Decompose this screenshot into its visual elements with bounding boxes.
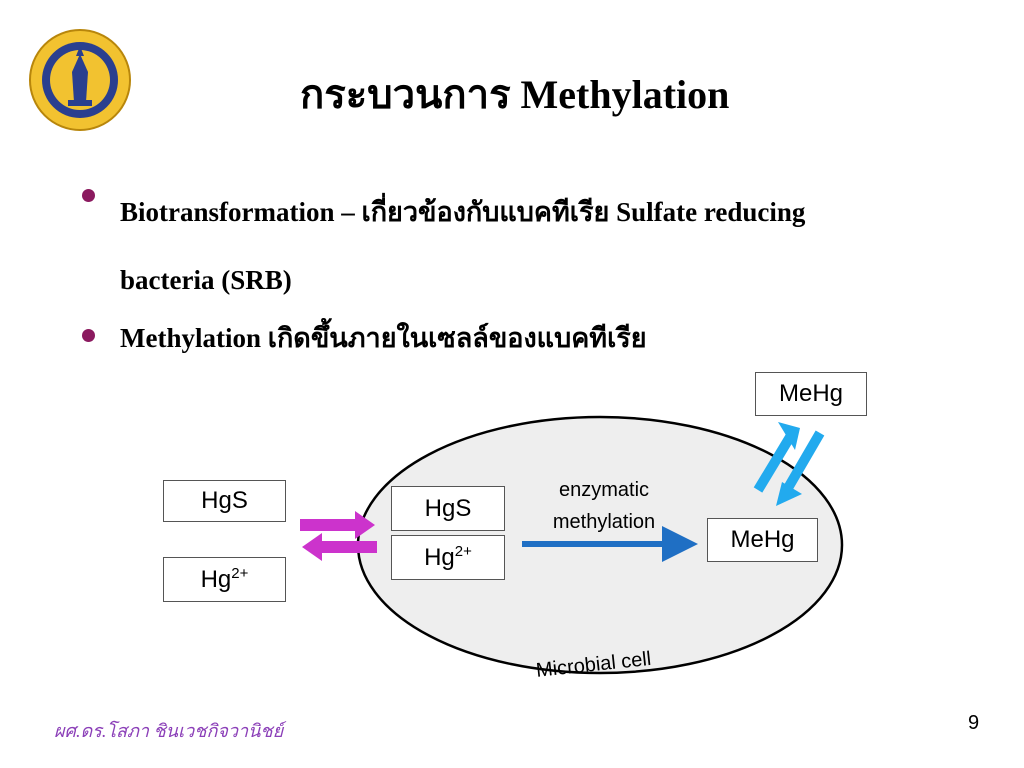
outside-mehg-box: MeHg [755,372,867,416]
bullet-item-methylation: Methylation เกิดขึ้นภายในเซลล์ของแบคทีเร… [82,318,982,358]
bullet-dot-icon [82,329,95,342]
exchange-arrows [753,422,825,506]
outside-hgs-box: HgS [163,480,286,522]
transport-arrows [300,511,377,561]
bullet-list: Biotransformation – เกี่ยวข้องกับแบคทีเร… [82,178,982,358]
bullet-item-biotransformation: Biotransformation – เกี่ยวข้องกับแบคทีเร… [82,178,982,314]
page-number: 9 [968,712,980,734]
inside-hg2-box: Hg2+ [391,535,505,580]
author-footer: ผศ.ดร.โสภา ชินเวชกิจวานิชย์ [54,721,284,741]
outside-hg-label: Hg2+ [200,564,249,593]
outside-mehg-label: MeHg [778,380,844,407]
enzymatic-methylation-label: enzymatic methylation [552,479,656,533]
bullet-text-line-1: Biotransformation – เกี่ยวข้องกับแบคทีเร… [120,197,806,227]
outside-hg2-box: Hg2+ [163,557,286,602]
inside-hgs-box: HgS [391,486,505,531]
slide-title: กระบวนการ Methylation [300,72,730,117]
bullet-dot-icon [82,189,95,202]
inside-mehg-label: MeHg [730,526,795,553]
bullet-text-line-1: Methylation เกิดขึ้นภายในเซลล์ของแบคทีเร… [120,323,647,353]
university-logo [28,28,132,132]
outside-hgs-label: HgS [201,487,248,514]
inside-hgs-label: HgS [424,494,472,522]
inside-mehg-box: MeHg [707,518,818,562]
bullet-text-line-2: bacteria (SRB) [120,265,292,295]
inside-hg-label: Hg2+ [424,542,472,571]
